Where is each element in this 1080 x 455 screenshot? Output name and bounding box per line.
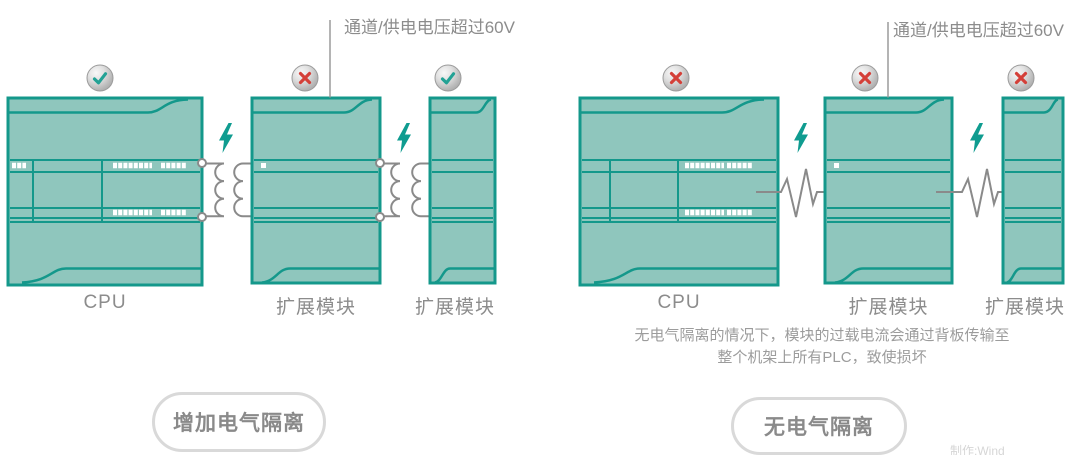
connection-port [375,158,385,168]
connection-port [197,158,207,168]
surge-line [936,168,1018,218]
check-icon [440,72,456,85]
module-label-expansion2-left: 扩展模块 [414,297,495,318]
surge-line [756,168,842,218]
module-label-cpu-left: CPU [83,292,127,313]
plc-module-expansion2-left [428,96,497,285]
status-icon [291,64,319,92]
lightning-bolt-icon [397,123,411,153]
check-icon [92,72,108,85]
status-icon [1007,64,1035,92]
connection-port [197,212,207,222]
plc-module-expansion2-right [1001,96,1065,285]
lightning-bolt-icon [970,123,984,153]
plc-module-expansion1-left [250,96,385,285]
led-indicator [834,163,839,168]
status-icon [86,64,114,92]
status-icon [851,64,879,92]
no-isolation-caption: 无电气隔离的情况下，模块的过载电流会通过背板传输至 整个机架上所有PLC，致使损… [596,325,1048,369]
status-icon [662,64,690,92]
led-indicator [261,163,266,168]
lightning-bolt-icon [794,123,808,153]
caption-line-2: 整个机架上所有PLC，致使损坏 [717,349,927,366]
plc-module-expansion1-right [823,96,954,285]
status-icon [434,64,462,92]
no-isolation-badge: 无电气隔离 [731,397,907,455]
cross-icon [858,71,872,85]
caption-line-1: 无电气隔离的情况下，模块的过载电流会通过背板传输至 [634,327,1010,344]
cross-icon [298,71,312,85]
watermark: 制作:Wind [950,444,1005,455]
module-label-expansion2-right: 扩展模块 [984,297,1065,318]
cross-icon [1014,71,1028,85]
module-label-cpu-right: CPU [657,292,701,313]
module-label-expansion1-left: 扩展模块 [275,297,356,318]
plc-module-cpu-left [6,96,207,287]
transformer-coil [206,162,252,218]
isolation-added-badge: 增加电气隔离 [152,392,326,452]
voltage-annotation-left: 通道/供电电压超过60V [344,18,515,37]
module-label-expansion1-right: 扩展模块 [848,297,929,318]
voltage-annotation-right: 通道/供电电压超过60V [893,21,1064,40]
cross-icon [669,71,683,85]
transformer-coil [384,162,430,218]
plc-module-cpu-right [578,96,780,287]
lightning-bolt-icon [219,123,233,153]
connection-port [375,212,385,222]
